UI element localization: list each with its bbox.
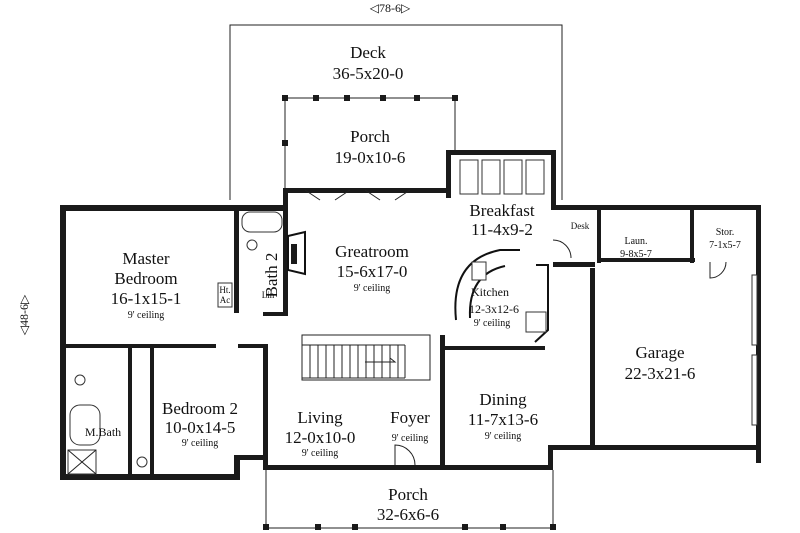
garage-size: 22-3x21-6 — [625, 364, 696, 383]
front-porch-outline — [263, 470, 556, 530]
foyer-name: Foyer — [390, 408, 430, 427]
living-size: 12-0x10-0 — [285, 428, 356, 447]
deck-size: 36-5x20-0 — [333, 64, 404, 83]
breakfast-size: 11-4x9-2 — [471, 220, 533, 239]
front-porch-size: 32-6x6-6 — [377, 505, 439, 524]
depth-dimension: ◁48-6▷ — [17, 294, 31, 336]
master-bedroom-size: 16-1x15-1 — [111, 289, 182, 308]
fireplace — [287, 230, 306, 276]
kitchen-counters — [454, 249, 549, 343]
dining-size: 11-7x13-6 — [468, 410, 538, 429]
rear-porch-outline — [282, 95, 458, 190]
bedroom2-name: Bedroom 2 — [162, 399, 238, 418]
linen-label: Lin — [262, 290, 275, 300]
bath2-name: Bath 2 — [262, 253, 281, 298]
bath-fixtures — [67, 211, 283, 475]
staircase — [301, 334, 431, 381]
hvac-closet — [217, 282, 233, 308]
storage-size: 7-1x5-7 — [709, 240, 741, 251]
living-ceiling: 9' ceiling — [302, 448, 339, 459]
rear-porch-name: Porch — [350, 127, 390, 146]
master-bedroom-name-1: Master — [122, 249, 170, 268]
hvac-label-1: Ht. — [219, 285, 230, 295]
deck-outline — [229, 24, 563, 200]
master-bedroom-ceiling: 9' ceiling — [128, 310, 165, 321]
laundry-name: Laun. — [624, 236, 647, 247]
kitchen-name: Kitchen — [471, 285, 509, 299]
living-name: Living — [297, 408, 343, 427]
dining-name: Dining — [479, 390, 527, 409]
garage-name: Garage — [635, 343, 684, 362]
master-bedroom-name-2: Bedroom — [114, 269, 177, 288]
bedroom2-size: 10-0x14-5 — [165, 418, 236, 437]
breakfast-windows — [459, 159, 545, 195]
bedroom2-ceiling: 9' ceiling — [182, 438, 219, 449]
hvac-label-2: Ac — [220, 295, 231, 305]
greatroom-size: 15-6x17-0 — [337, 262, 408, 281]
deck-name: Deck — [350, 43, 386, 62]
master-bath-name: M.Bath — [85, 425, 121, 439]
storage-name: Stor. — [716, 227, 735, 238]
kitchen-size: 12-3x12-6 — [469, 302, 519, 316]
interior-walls — [66, 205, 695, 478]
laundry-size: 9-8x5-7 — [620, 249, 652, 260]
breakfast-name: Breakfast — [469, 201, 534, 220]
greatroom-name: Greatroom — [335, 242, 409, 261]
garage-features — [751, 274, 758, 426]
rear-porch-size: 19-0x10-6 — [335, 148, 406, 167]
width-dimension: ◁78-6▷ — [369, 1, 411, 15]
foyer-ceiling: 9' ceiling — [392, 433, 429, 444]
greatroom-ceiling: 9' ceiling — [354, 283, 391, 294]
dining-ceiling: 9' ceiling — [485, 431, 522, 442]
kitchen-ceiling: 9' ceiling — [474, 318, 511, 329]
doors — [304, 189, 727, 466]
front-porch-name: Porch — [388, 485, 428, 504]
desk-label: Desk — [571, 221, 590, 231]
